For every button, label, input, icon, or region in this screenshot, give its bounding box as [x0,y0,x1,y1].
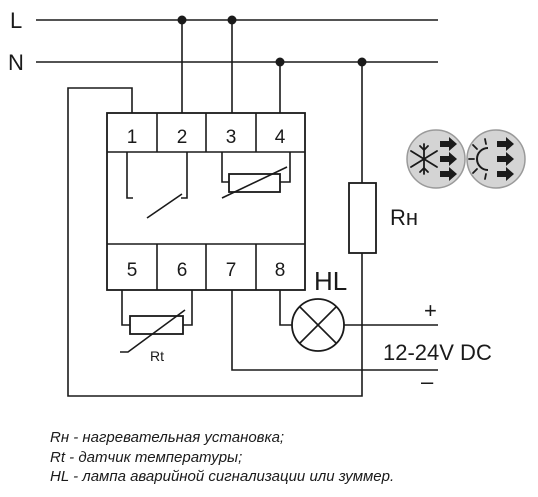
heating-mode-icon [406,129,466,189]
relay-coil-lead [278,152,291,183]
heater-resistor [348,182,377,254]
relay-contact-switch [146,193,183,219]
terminal-4: 4 [275,127,286,148]
legend-item: Rн - нагревательная установка; [50,429,285,446]
legend-item: Rt - датчик температуры; [50,448,243,466]
legend: Rн - нагревательная установка; Rt - датч… [50,428,530,487]
lamp-label: HL [314,266,347,296]
terminal-3: 3 [226,127,237,148]
relay-contact-lead [181,152,188,199]
live-label: L [10,8,22,33]
lamp-lead [279,290,292,326]
sensor-lead [121,290,130,326]
sensor-lead [183,290,193,326]
relay-contact-lead [126,152,133,199]
cooling-mode-icon [466,129,526,189]
terminal-5: 5 [127,260,138,281]
terminal-8: 8 [275,260,286,281]
terminal-2: 2 [177,127,188,148]
heater-label: Rн [390,205,418,230]
relay-coil-slash [221,166,288,199]
sensor-label: Rt [150,348,164,364]
dc-minus-label: – [421,369,434,394]
sensor-slash [120,309,186,353]
legend-item: HL - лампа аварийной сигнализации или зу… [50,468,395,485]
wire-t1-loop [67,87,363,397]
wire-t7-to-minus [231,290,438,371]
terminal-1: 1 [127,127,138,148]
terminal-7: 7 [226,260,237,281]
dc-voltage-label: 12-24V DC [383,340,492,365]
terminal-6: 6 [177,260,188,281]
dc-plus-label: + [424,298,437,323]
neutral-label: N [8,50,24,75]
